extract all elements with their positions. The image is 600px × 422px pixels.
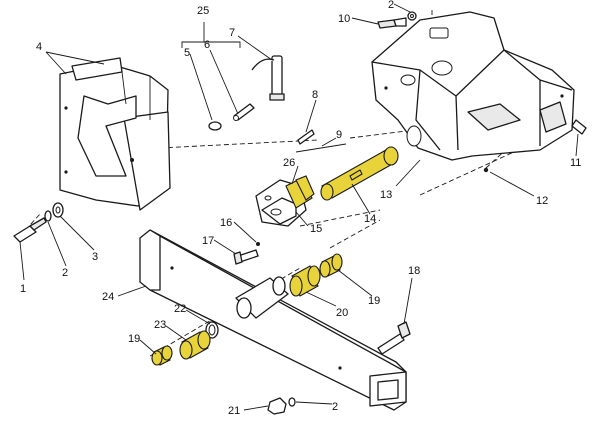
- callout-2-left: 2: [62, 267, 68, 279]
- callout-24: 24: [102, 291, 114, 303]
- callout-15: 15: [310, 223, 322, 235]
- callout-13: 13: [380, 189, 392, 201]
- washer-2-bottom: [288, 397, 296, 407]
- nut-21: [267, 397, 287, 415]
- bolt-18: [377, 321, 411, 355]
- callout-19-upper: 19: [368, 295, 380, 307]
- washer-2-left: [44, 210, 52, 222]
- yellow-plate-26: [285, 175, 315, 209]
- clip-ring-5: [208, 121, 222, 131]
- pin-6: [233, 103, 255, 121]
- bolt-10: [377, 17, 407, 29]
- callout-19-lower: 19: [128, 333, 140, 345]
- yellow-bushing-23: [179, 330, 211, 360]
- pin-12: [483, 167, 489, 173]
- callout-4: 4: [36, 41, 42, 53]
- callout-9: 9: [336, 129, 342, 141]
- hitch-bracket-15: [255, 179, 307, 227]
- washer-2-top: [407, 11, 417, 21]
- pin-16: [256, 242, 260, 246]
- callout-21: 21: [228, 405, 240, 417]
- callout-25: 25: [197, 5, 209, 17]
- callout-23: 23: [154, 319, 166, 331]
- pin-8: [297, 129, 315, 145]
- wire-9: [295, 143, 347, 153]
- yellow-bushing-20: [289, 265, 321, 297]
- callout-17: 17: [202, 235, 214, 247]
- main-beam-24: [139, 229, 407, 411]
- callout-7: 7: [229, 27, 235, 39]
- bolt-1: [13, 217, 47, 243]
- sleeve-tube: [235, 276, 289, 319]
- bolt-17: [233, 249, 259, 265]
- axis-upper: [19, 99, 561, 237]
- callout-1: 1: [20, 283, 26, 295]
- weight-block: [59, 57, 171, 211]
- callout-20: 20: [336, 307, 348, 319]
- frame-housing-13: [371, 11, 575, 161]
- callout-2-bottom: 2: [332, 401, 338, 413]
- callout-3: 3: [92, 251, 98, 263]
- callout-16: 16: [220, 217, 232, 229]
- yellow-shaft-14: [320, 146, 399, 201]
- callout-11: 11: [570, 157, 581, 169]
- callout-2-top: 2: [388, 0, 394, 11]
- washer-3: [52, 202, 64, 218]
- callout-22: 22: [174, 303, 186, 315]
- callout-5: 5: [184, 47, 190, 59]
- callout-10: 10: [338, 13, 350, 25]
- callout-12: 12: [536, 195, 548, 207]
- leader-lines: [19, 3, 579, 411]
- callout-18: 18: [408, 265, 420, 277]
- pin-7: [251, 55, 285, 101]
- callout-labels: 25 2 10 7 5 6 4 8 9 26 11 12 13 14 15 16…: [20, 0, 581, 417]
- callout-14: 14: [364, 213, 376, 225]
- callout-26: 26: [283, 157, 295, 169]
- callout-8: 8: [312, 89, 318, 101]
- axis-mid: [299, 139, 541, 227]
- yellow-bushing-19-upper: [319, 253, 343, 278]
- bolt-11: [571, 119, 587, 135]
- callout-6: 6: [204, 39, 210, 51]
- yellow-bushing-19-lower: [151, 345, 173, 366]
